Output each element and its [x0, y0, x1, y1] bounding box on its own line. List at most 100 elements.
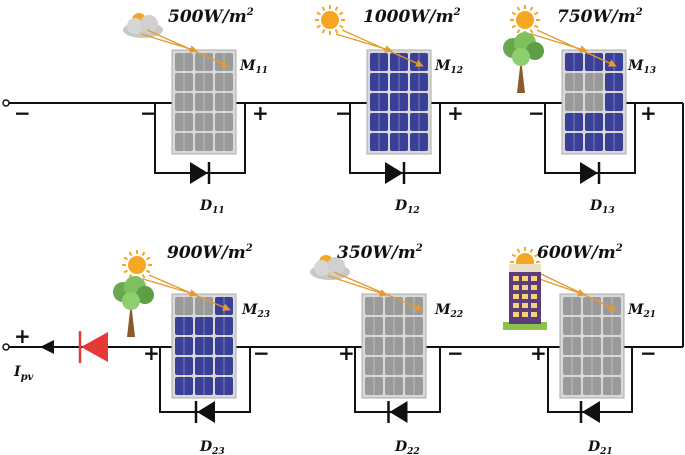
terminal-top-left-sign: −: [14, 101, 31, 125]
pv-cell: [410, 133, 428, 151]
pv-cell: [565, 93, 583, 111]
irradiance-label: 600W/m2: [537, 243, 623, 263]
pv-cell: [175, 133, 193, 151]
building-icon: [503, 264, 547, 330]
polarity-right: +: [252, 101, 269, 125]
pv-cell: [410, 93, 428, 111]
irradiance-label: 900W/m2: [167, 243, 253, 263]
sun-ray: [530, 33, 588, 53]
terminal-bottom-left: [2, 343, 10, 351]
polarity-left: +: [338, 341, 355, 365]
module-label: M22: [434, 302, 463, 320]
pv-cell: [603, 377, 621, 395]
pv-cell: [370, 93, 388, 111]
terminal-bottom-left-sign: +: [14, 324, 31, 348]
pv-cell: [605, 73, 623, 91]
pv-cell: [195, 377, 213, 395]
sun-ray: [327, 275, 388, 297]
tree-icon: [113, 276, 154, 337]
pv-cell: [583, 357, 601, 375]
module-label: M23: [241, 302, 270, 320]
pv-cell: [585, 133, 603, 151]
bypass-diode-icon: [190, 162, 211, 184]
pv-cell: [410, 113, 428, 131]
pv-cell: [583, 337, 601, 355]
pv-cell: [175, 93, 193, 111]
modules-layer: 500W/m2M11D11−+1000W/m2M12D12−+750W/m2M1…: [113, 5, 657, 455]
pv-cell: [385, 337, 403, 355]
polarity-left: +: [530, 341, 547, 365]
sun-ray: [333, 271, 424, 311]
pv-cell: [563, 297, 581, 315]
irradiance-label: 1000W/m2: [363, 7, 461, 27]
pv-cell: [370, 53, 388, 71]
pv-cell: [215, 93, 233, 111]
bypass-diode-icon: [580, 162, 601, 184]
terminal-top-left: [2, 99, 10, 107]
polarity-right: +: [640, 101, 657, 125]
bypass-diode-icon: [579, 401, 600, 423]
pv-cell: [565, 73, 583, 91]
pv-cell: [195, 93, 213, 111]
pv-cell: [385, 357, 403, 375]
pv-cell: [565, 113, 583, 131]
bypass-diode-icon: [385, 162, 406, 184]
pv-cell: [385, 377, 403, 395]
pv-cell: [563, 377, 581, 395]
pv-cell: [390, 73, 408, 91]
pv-cell: [563, 357, 581, 375]
pv-cell: [365, 317, 383, 335]
pv-cell: [585, 93, 603, 111]
pv-cell: [405, 337, 423, 355]
pv-cell: [390, 93, 408, 111]
pv-cell: [365, 357, 383, 375]
pv-cell: [385, 297, 403, 315]
pv-cell: [215, 357, 233, 375]
module-label: M13: [627, 58, 656, 76]
pv-cell: [405, 377, 423, 395]
sun-ray: [335, 33, 393, 53]
diode-label: D11: [199, 198, 225, 216]
pv-cell: [175, 377, 193, 395]
pv-cell: [215, 337, 233, 355]
polarity-left: +: [143, 341, 160, 365]
pv-cell: [603, 337, 621, 355]
sun-ray: [142, 278, 198, 297]
current-arrow-icon: [40, 340, 54, 354]
pv-cell: [603, 357, 621, 375]
diode-label: D22: [394, 439, 420, 455]
pv-cell: [215, 133, 233, 151]
sun-icon: [510, 5, 540, 35]
irradiance-label: 500W/m2: [168, 7, 254, 27]
diode-label: D13: [589, 198, 615, 216]
pv-cell: [195, 357, 213, 375]
pv-cell: [370, 113, 388, 131]
pv-cell: [585, 113, 603, 131]
sun-ray: [536, 271, 617, 311]
pv-cell: [365, 377, 383, 395]
pv-cell: [195, 317, 213, 335]
pv-cell: [175, 337, 193, 355]
pv-cell: [195, 73, 213, 91]
pv-cell: [565, 53, 583, 71]
pv-cell: [405, 317, 423, 335]
bypass-diode-icon: [194, 401, 215, 423]
diode-label: D21: [587, 439, 613, 455]
cloud-icon: [310, 255, 350, 280]
pv-cell: [583, 377, 601, 395]
sun-icon: [315, 5, 345, 35]
pv-cell: [565, 133, 583, 151]
sun-icon: [122, 250, 152, 280]
polarity-left: −: [140, 101, 157, 125]
pv-cell: [365, 297, 383, 315]
diode-label: D23: [199, 439, 225, 455]
pv-cell: [175, 73, 193, 91]
pv-cell: [195, 297, 213, 315]
pv-cell: [175, 357, 193, 375]
